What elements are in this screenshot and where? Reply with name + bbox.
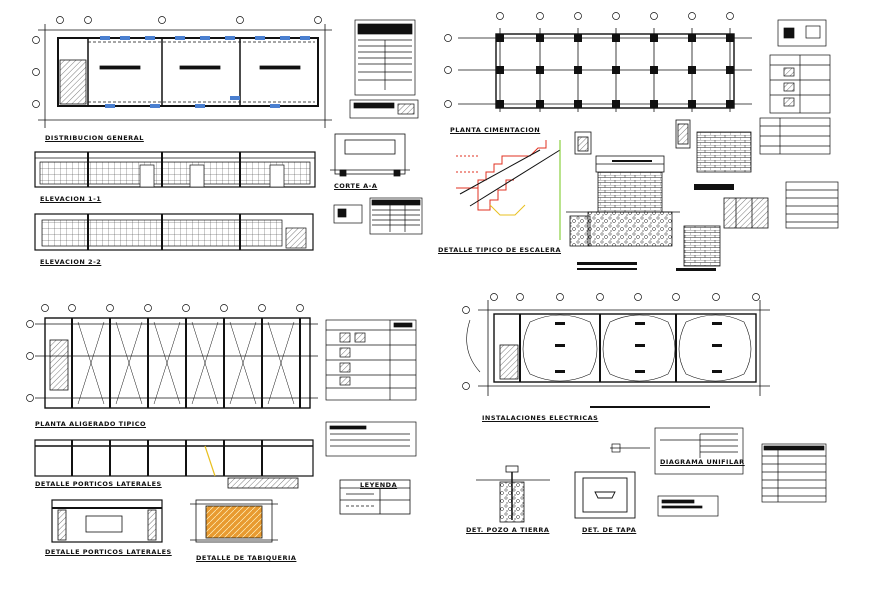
beam-schedule-table — [325, 319, 417, 457]
porticos-laterales-2 — [51, 499, 163, 543]
elevacion-2-2 — [34, 213, 314, 251]
label-detalle-tabiqueria: DETALLE DE TABIQUERIA — [196, 554, 297, 562]
aligerado-axis-bubbles — [26, 304, 304, 402]
label-detalle-escalera: DETALLE TIPICO DE ESCALERA — [438, 246, 562, 254]
leyenda-table — [339, 479, 411, 515]
plan-aligerado — [35, 317, 318, 409]
cimentacion-axis-bubbles — [444, 12, 734, 108]
label-distribucion-general: DISTRIBUCION GENERAL — [45, 134, 144, 142]
label-planta-cimentacion: PLANTA CIMENTACION — [450, 126, 541, 134]
label-corte-a: CORTE A-A — [334, 182, 378, 190]
cimentacion-footings — [496, 34, 734, 108]
label-det-tapa: DET. DE TAPA — [582, 526, 637, 534]
column-schedule-table — [759, 19, 839, 229]
label-instalaciones-electricas: INSTALACIONES ELECTRICAS — [482, 414, 599, 422]
label-diagrama-unifilar: DIAGRAMA UNIFILAR — [660, 458, 745, 466]
label-planta-aligerado: PLANTA ALIGERADO TIPICO — [35, 420, 147, 428]
plan-window-markers — [100, 36, 310, 108]
plan-axis-bubbles — [32, 16, 322, 108]
plan-instalaciones-electricas — [466, 300, 770, 396]
elevacion-1-1 — [34, 151, 316, 188]
electrical-fixtures — [555, 322, 722, 408]
electrical-axis-bubbles — [462, 293, 760, 390]
detalle-escalera — [456, 140, 561, 240]
label-detalle-porticos-2: DETALLE PORTICOS LATERALES — [45, 548, 172, 556]
plan-distribucion-general — [38, 24, 332, 128]
label-elevacion-1: ELEVACION 1-1 — [40, 195, 102, 203]
label-leyenda: LEYENDA — [360, 481, 398, 489]
diagrama-unifilar — [610, 427, 744, 475]
legend-table-top — [349, 19, 419, 119]
detail-notes-marks — [577, 160, 734, 271]
detalle-sobrecimiento — [675, 119, 769, 267]
electrical-legend-table — [657, 443, 827, 517]
corte-a-a — [330, 133, 410, 177]
label-elevacion-2: ELEVACION 2-2 — [40, 258, 102, 266]
detalle-tabiqueria — [190, 499, 278, 543]
porticos-laterales-1 — [34, 439, 314, 489]
label-detalle-porticos-1: DETALLE PORTICOS LATERALES — [35, 480, 162, 488]
det-de-tapa — [574, 471, 636, 519]
detalle-cimiento — [566, 131, 680, 247]
small-legend-boxes — [333, 197, 423, 235]
det-pozo-tierra — [476, 465, 550, 523]
label-pozo-tierra: DET. POZO A TIERRA — [466, 526, 550, 534]
